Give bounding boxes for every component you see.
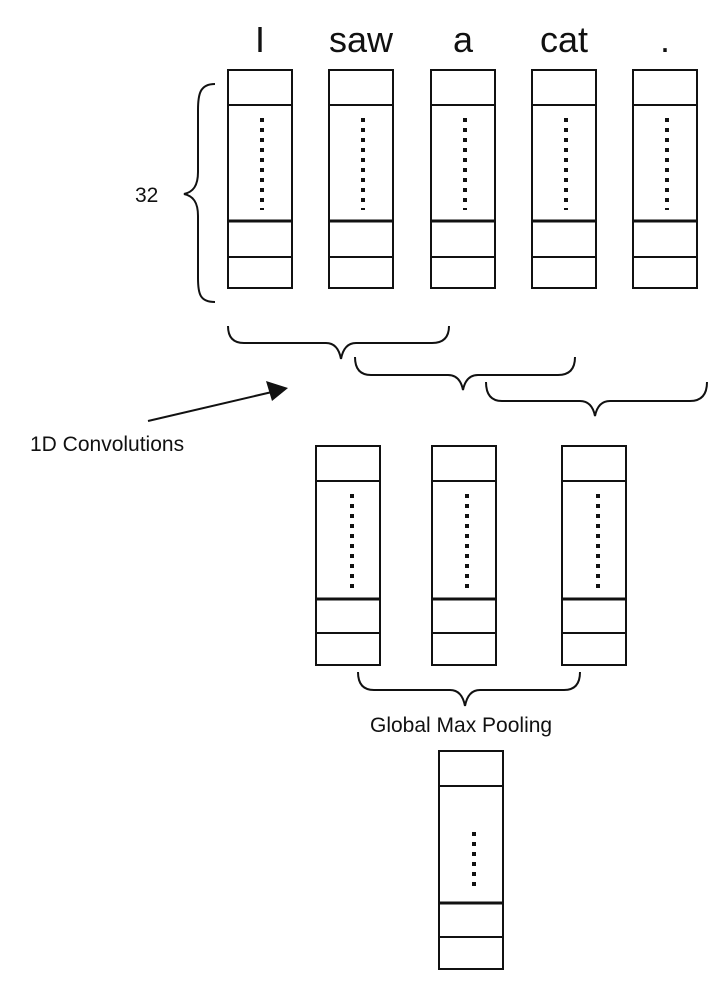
conv-window-brace-3 [485, 381, 708, 417]
conv-window-brace-2 [354, 356, 576, 391]
token-label-3: cat [540, 19, 588, 60]
token-label-0: I [255, 19, 265, 60]
embedding-vector-4 [632, 69, 698, 289]
embedding-vector-2 [430, 69, 496, 289]
conv-output-vector-1 [431, 445, 497, 666]
token-label-1: saw [329, 19, 394, 60]
dimension-brace [183, 83, 216, 303]
embedding-vector-3 [531, 69, 597, 289]
pooling-brace [357, 671, 581, 707]
token-label-4: . [660, 19, 670, 60]
convolution-arrow [147, 381, 288, 422]
embedding-vector-0 [227, 69, 293, 289]
conv-window-brace-1 [227, 325, 450, 360]
pooling-label: Global Max Pooling [370, 714, 552, 737]
pooled-output-vector [438, 750, 504, 970]
conv-output-vector-0 [315, 445, 381, 666]
dimension-label: 32 [135, 184, 158, 207]
conv-output-vector-2 [561, 445, 627, 666]
convolution-label: 1D Convolutions [30, 433, 184, 456]
embedding-vector-1 [328, 69, 394, 289]
token-label-2: a [453, 19, 474, 60]
